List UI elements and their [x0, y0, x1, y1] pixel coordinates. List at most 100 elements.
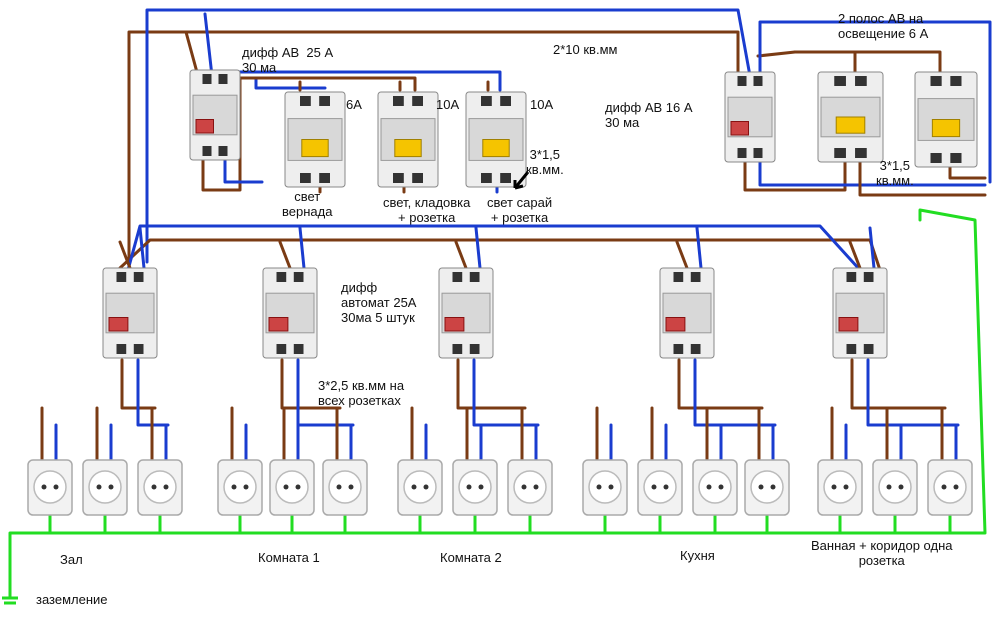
outlet-pin-right	[423, 484, 429, 490]
outlet-pin-right	[953, 484, 959, 490]
main-rcd-label: дифф АВ 25 А 30 ма	[242, 45, 334, 75]
rcd-group-1-terminal-bot-1	[116, 344, 127, 354]
rcd-group-2	[262, 267, 318, 359]
phase-drop-2	[454, 240, 468, 270]
outlet-pin-left	[231, 484, 237, 490]
rcd-16a-terminal-bot-1	[737, 148, 747, 158]
breaker-10a-2-terminal-bot-2	[500, 173, 511, 183]
outlet-pin-left	[758, 484, 764, 490]
outlet-bath-2	[872, 459, 918, 516]
devices-layer	[102, 69, 978, 359]
outlet-pin-right	[478, 484, 484, 490]
main-rcd-terminal-top-1	[202, 74, 212, 84]
rcd-group-1-terminal-top-2	[133, 272, 144, 282]
room-2-label: Комната 2	[440, 550, 502, 565]
main-rcd-terminal-bot-1	[202, 146, 212, 156]
phase-rcd16-out	[743, 143, 847, 192]
lighting-breaker-2-terminal-bot-2	[950, 153, 962, 163]
phase-drop-3	[675, 240, 689, 270]
lighting-breaker-1	[817, 71, 884, 163]
neutral-rcd16-out	[758, 158, 987, 187]
rcd-group-3-terminal-top-2	[469, 272, 480, 282]
outlet-pin-left	[651, 484, 657, 490]
breaker-6a-toggle	[301, 139, 329, 158]
outlet-socket	[88, 470, 122, 504]
phase-group-room2	[456, 358, 527, 410]
outlet-socket	[643, 470, 677, 504]
outlet-pin-left	[96, 484, 102, 490]
outlets-layer	[2, 459, 973, 605]
rcd-group-4-terminal-top-1	[673, 272, 684, 282]
phase-group-room1	[280, 358, 342, 410]
breaker-10a-1-terminal-top-2	[412, 96, 423, 106]
outlet-pin-left	[941, 484, 947, 490]
neutral-drop-1	[298, 226, 306, 270]
outlet-pin-left	[886, 484, 892, 490]
neutral-to-main-rcd	[203, 12, 214, 78]
outlet-pin-left	[466, 484, 472, 490]
outlet-hall-1	[27, 459, 73, 516]
neutral-lighting-bus	[758, 20, 992, 184]
pantry-label: свет, кладовка + розетка	[383, 195, 471, 225]
shed-arrow	[513, 171, 530, 190]
breaker-10a-1-terminal-bot-1	[393, 173, 404, 183]
outlet-kitchen-3	[692, 459, 738, 516]
phase-drop-1	[278, 240, 292, 270]
rcd-group-2-terminal-top-2	[293, 272, 304, 282]
rcd-group-3-terminal-bot-2	[469, 344, 480, 354]
lighting-breaker-2-terminal-top-2	[950, 76, 962, 86]
phase-lighting-out-2	[948, 163, 987, 180]
outlet-pin-left	[411, 484, 417, 490]
outlet-socket	[750, 470, 784, 504]
outlet-kitchen-2	[637, 459, 683, 516]
breaker-10a-rating-2: 10А	[530, 97, 554, 112]
neutral-drop-4	[868, 226, 876, 270]
outlet-pin-right	[163, 484, 169, 490]
rcd-group-1-test-button	[108, 317, 129, 332]
neutral-drop-0	[138, 226, 146, 270]
outlet-room1-2	[269, 459, 315, 516]
lighting-breaker-1-toggle	[835, 116, 866, 134]
room-1-label: Комната 1	[258, 550, 320, 565]
breaker-10a-2-toggle	[482, 139, 510, 158]
ground-bus	[8, 208, 987, 600]
rcd-16a	[724, 71, 776, 163]
lighting-breaker-2-terminal-top-1	[930, 76, 942, 86]
outlet-pin-right	[295, 484, 301, 490]
phase-group-bath	[850, 358, 947, 410]
outlet-pin-right	[770, 484, 776, 490]
outlet-socket	[328, 470, 362, 504]
outlet-room1-1	[217, 459, 263, 516]
outlet-pin-left	[151, 484, 157, 490]
lighting-breaker-2-toggle	[931, 119, 961, 138]
phase-group-kitchen	[677, 358, 764, 410]
outlet-pin-right	[898, 484, 904, 490]
main-rcd-terminal-top-2	[218, 74, 228, 84]
rcd-group-1-terminal-top-1	[116, 272, 127, 282]
room-bath-label: Ванная + коридор одна розетка	[811, 538, 953, 568]
rcd-group-1	[102, 267, 158, 359]
outlet-socket	[878, 470, 912, 504]
outlet-socket	[698, 470, 732, 504]
breaker-6a	[284, 91, 346, 188]
neutral-to-6a	[254, 76, 327, 90]
rcd-group-4-terminal-bot-1	[673, 344, 684, 354]
outlet-pin-right	[53, 484, 59, 490]
lighting-breaker-1-terminal-top-2	[855, 76, 867, 86]
outlet-room2-2	[452, 459, 498, 516]
breaker-10a-2-terminal-top-1	[481, 96, 492, 106]
rcd-group-5-terminal-top-1	[846, 272, 857, 282]
neutral-group-hall	[136, 358, 170, 427]
outlet-pin-right	[663, 484, 669, 490]
phase-lighting-out	[858, 148, 987, 197]
shed-label: свет сарай + розетка	[487, 195, 553, 225]
rcd-group-2-terminal-bot-2	[293, 344, 304, 354]
rcd-16a-terminal-bot-2	[753, 148, 763, 158]
room-hall-label: Зал	[60, 552, 83, 567]
rcd-group-4-terminal-top-2	[690, 272, 701, 282]
rcd-group-3	[438, 267, 494, 359]
outlet-pin-right	[843, 484, 849, 490]
outlet-socket	[33, 470, 67, 504]
rcd-group-5-terminal-bot-1	[846, 344, 857, 354]
outlet-socket	[458, 470, 492, 504]
